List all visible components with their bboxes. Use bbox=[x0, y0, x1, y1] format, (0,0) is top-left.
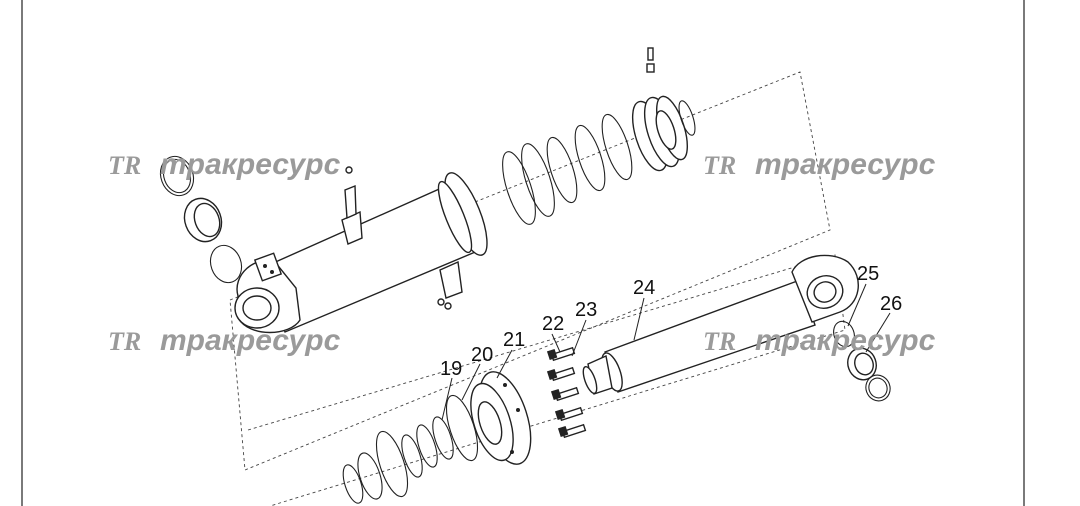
upper-left-rings bbox=[159, 155, 243, 284]
watermark-logo: TR bbox=[703, 151, 736, 180]
watermark-brand: тракресурс bbox=[160, 324, 341, 357]
leader-22 bbox=[551, 333, 561, 353]
watermark-top-right: TR тракресурс bbox=[703, 148, 936, 181]
leader-19 bbox=[441, 377, 453, 421]
callout-22: 22 bbox=[542, 313, 564, 335]
bolts-group bbox=[546, 346, 587, 439]
gland-head bbox=[470, 371, 532, 465]
cylinder-tube bbox=[234, 166, 488, 334]
bolt bbox=[550, 386, 580, 402]
watermark-top-left: TR тракресурс bbox=[108, 148, 341, 181]
bolt bbox=[546, 366, 576, 382]
bolt bbox=[557, 423, 587, 439]
leader-20 bbox=[461, 363, 481, 401]
callout-23: 23 bbox=[575, 299, 597, 321]
leader-24 bbox=[633, 297, 645, 341]
watermark-logo: TR bbox=[108, 327, 141, 356]
watermark-logo: TR bbox=[108, 151, 141, 180]
bolt bbox=[554, 406, 584, 422]
leader-25 bbox=[847, 283, 867, 327]
watermark-brand: тракресурс bbox=[755, 324, 936, 357]
watermark-logo: TR bbox=[703, 327, 736, 356]
upper-seal-rings bbox=[502, 47, 696, 225]
callout-19: 19 bbox=[440, 358, 462, 380]
leader-23 bbox=[571, 319, 587, 357]
callout-20: 20 bbox=[471, 344, 493, 366]
bolt bbox=[546, 346, 576, 362]
callout-25: 25 bbox=[857, 263, 879, 285]
piston-rod bbox=[582, 254, 859, 395]
watermark-brand: тракресурс bbox=[160, 148, 341, 181]
lower-seal-rings bbox=[342, 394, 479, 504]
callout-21: 21 bbox=[503, 329, 525, 351]
callout-26: 26 bbox=[880, 293, 902, 315]
leader-26 bbox=[865, 312, 891, 353]
rod-eye-rings bbox=[833, 320, 891, 402]
watermark-bottom-left: TR тракресурс bbox=[108, 324, 341, 357]
leader-21 bbox=[496, 349, 513, 379]
callout-24: 24 bbox=[633, 277, 655, 299]
upper-assembly-box bbox=[229, 71, 831, 471]
watermark-brand: тракресурс bbox=[755, 148, 936, 181]
watermark-bottom-right: TR тракресурс bbox=[703, 324, 936, 357]
